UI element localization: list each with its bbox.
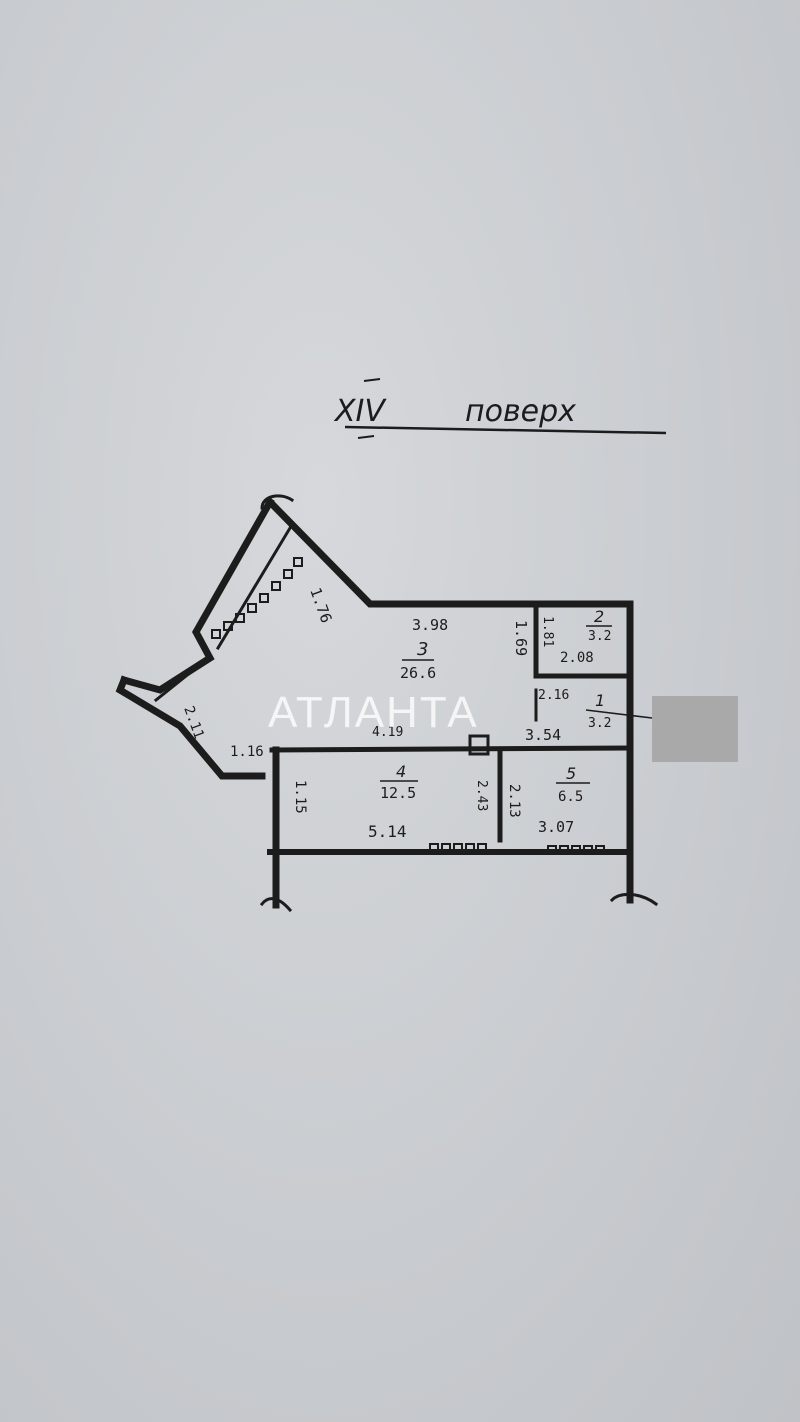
balcony-outer-wall <box>119 497 275 694</box>
room-1-area: 3.2 <box>588 716 611 731</box>
dim-balcony-side: 1.76 <box>306 585 335 625</box>
numeral-underline-mark <box>357 435 375 439</box>
balcony-lower-wall <box>115 675 266 780</box>
dim-corner: 1.16 <box>230 744 264 760</box>
room-1-id: 1 <box>595 691 605 710</box>
room-4-id: 4 <box>396 762 406 781</box>
balcony-window <box>211 557 303 639</box>
outer-wall-top-right <box>265 497 634 904</box>
room-3-area: 26.6 <box>400 664 436 682</box>
numeral-overline <box>363 378 381 382</box>
room4-window <box>429 843 487 855</box>
balcony-inner-rail <box>215 525 293 651</box>
floor-title: XIV поверх <box>333 378 667 439</box>
plan-walls <box>115 494 659 913</box>
dim-living-top: 3.98 <box>412 616 448 634</box>
dim-hall-top: 2.16 <box>538 688 569 703</box>
dim-room4-left: 1.15 <box>292 780 308 814</box>
dim-hall-bottom: 3.54 <box>525 726 561 744</box>
room-labels: 3 26.6 2 3.2 1 3.2 4 12.5 5 6.5 <box>380 607 653 805</box>
redaction-block <box>652 696 738 762</box>
wall-end-curl <box>260 494 295 510</box>
room-2-id: 2 <box>594 607 604 626</box>
dim-living-bottom: 4.19 <box>372 725 403 740</box>
room5-window <box>547 845 605 855</box>
room-3-id: 3 <box>417 639 428 660</box>
wall-base-right <box>609 893 659 907</box>
balcony-divider <box>153 657 209 703</box>
dim-bath-bottom: 2.08 <box>560 650 594 666</box>
watermark-logo: АТЛАНТА <box>268 688 479 737</box>
interior-wall-horizontal <box>269 745 633 753</box>
dim-room4-bottom: 5.14 <box>368 822 407 841</box>
room-5-id: 5 <box>566 764 576 783</box>
wall-base-left <box>259 897 293 913</box>
dim-room5-bottom: 3.07 <box>538 818 574 836</box>
room-5-area: 6.5 <box>558 789 583 805</box>
column <box>468 734 490 756</box>
bath-wall <box>533 605 629 679</box>
title-underline <box>344 425 667 435</box>
room-4-area: 12.5 <box>380 784 416 802</box>
floor-word: поверх <box>465 394 576 429</box>
dim-room4-right: 2.43 <box>474 780 489 811</box>
floor-numeral: XIV <box>333 394 387 429</box>
windows <box>211 557 605 855</box>
room-2-area: 3.2 <box>588 629 611 644</box>
dim-living-right: 1.69 <box>512 620 530 656</box>
dim-room5-left: 2.13 <box>506 784 522 818</box>
dim-bath-left: 1.81 <box>540 616 555 647</box>
